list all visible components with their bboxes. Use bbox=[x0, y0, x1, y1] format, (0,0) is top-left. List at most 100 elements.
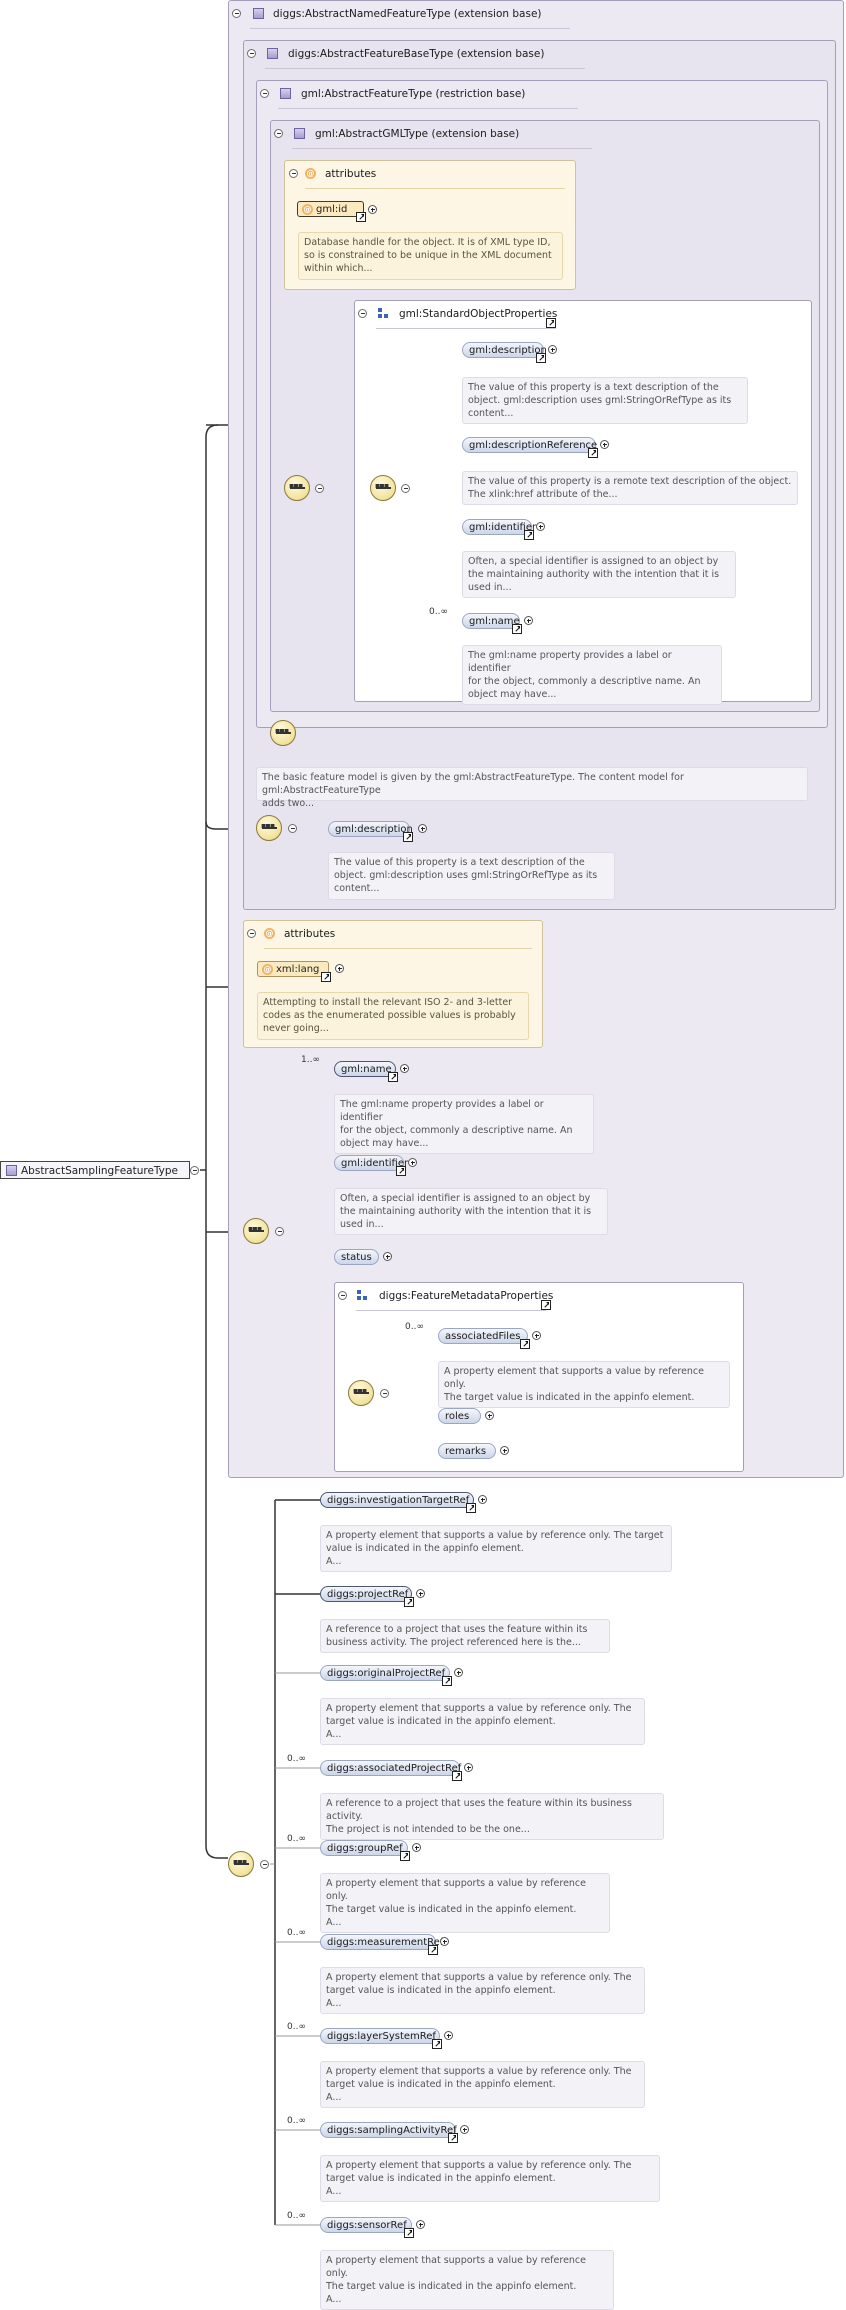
std-element[interactable]: gml:descriptionReference bbox=[462, 437, 597, 453]
expand-icon[interactable] bbox=[600, 440, 609, 449]
header-divider bbox=[376, 328, 556, 329]
header-divider bbox=[292, 148, 592, 149]
std-element-doc: The value of this property is a text des… bbox=[462, 377, 748, 424]
sequence-compositor-icon[interactable] bbox=[370, 475, 396, 501]
std-element[interactable]: gml:identifier bbox=[462, 519, 536, 535]
expand-icon[interactable] bbox=[440, 1937, 449, 1946]
attribute-icon: @ bbox=[262, 964, 273, 975]
occurrence-label: 0..∞ bbox=[287, 2022, 306, 2032]
complex-type-icon bbox=[294, 128, 305, 139]
doc-line: A reference to a project that uses the f… bbox=[326, 1798, 632, 1822]
sequence-compositor-icon[interactable] bbox=[284, 475, 310, 501]
collapse-sequence[interactable] bbox=[401, 484, 410, 493]
named-element[interactable]: status bbox=[334, 1249, 379, 1265]
collapse-sequence[interactable] bbox=[288, 824, 297, 833]
expand-icon[interactable] bbox=[536, 522, 545, 531]
expand-icon[interactable] bbox=[485, 1411, 494, 1420]
collapse-sequence[interactable] bbox=[315, 484, 324, 493]
connector-line bbox=[205, 424, 228, 1859]
expand-icon[interactable] bbox=[444, 2031, 453, 2040]
collapse-gml-feature[interactable] bbox=[260, 89, 269, 98]
doc-line: A property element that supports a value… bbox=[326, 2160, 632, 2171]
header-divider bbox=[305, 188, 565, 189]
samp-element[interactable]: diggs:samplingActivityRef bbox=[320, 2122, 457, 2138]
meta-element[interactable]: roles bbox=[438, 1408, 481, 1424]
expand-icon[interactable] bbox=[460, 2125, 469, 2134]
expand-icon[interactable] bbox=[400, 1064, 409, 1073]
collapse-standard-object-properties[interactable] bbox=[358, 309, 367, 318]
expand-icon[interactable] bbox=[412, 1843, 421, 1852]
named-element[interactable]: gml:name bbox=[334, 1061, 396, 1077]
expand-icon[interactable] bbox=[416, 2220, 425, 2229]
meta-element[interactable]: associatedFiles bbox=[438, 1328, 528, 1344]
collapse-attributes[interactable] bbox=[289, 169, 298, 178]
occurrence-label: 0..∞ bbox=[287, 1754, 306, 1764]
meta-element[interactable]: remarks bbox=[438, 1443, 496, 1459]
expand-icon[interactable] bbox=[464, 1763, 473, 1772]
expand-icon[interactable] bbox=[418, 824, 427, 833]
expand-icon[interactable] bbox=[500, 1446, 509, 1455]
expand-icon[interactable] bbox=[532, 1331, 541, 1340]
samp-element[interactable]: diggs:projectRef bbox=[320, 1586, 412, 1602]
reference-icon bbox=[403, 832, 413, 842]
sequence-compositor-icon[interactable] bbox=[243, 1218, 269, 1244]
expand-icon[interactable] bbox=[524, 616, 533, 625]
restricted-description-element[interactable]: gml:description bbox=[328, 821, 413, 837]
reference-icon bbox=[588, 448, 598, 458]
feature-metadata-properties-header: diggs:FeatureMetadataProperties bbox=[379, 1290, 554, 1302]
collapse-gml-type[interactable] bbox=[274, 129, 283, 138]
expand-icon[interactable] bbox=[408, 1158, 417, 1167]
samp-element[interactable]: diggs:investigationTargetRef bbox=[320, 1492, 474, 1508]
sequence-compositor-icon[interactable] bbox=[348, 1380, 374, 1406]
expand-icon[interactable] bbox=[454, 1668, 463, 1677]
doc-line: for the object, commonly a descriptive n… bbox=[340, 1125, 573, 1136]
std-element[interactable]: gml:description bbox=[462, 342, 547, 358]
doc-line: The gml:name property provides a label o… bbox=[340, 1099, 544, 1123]
expand-icon[interactable] bbox=[335, 964, 344, 973]
doc-line: Attempting to install the relevant ISO 2… bbox=[263, 997, 513, 1008]
sequence-compositor-icon[interactable] bbox=[228, 1851, 254, 1877]
collapse-attributes[interactable] bbox=[247, 929, 256, 938]
complex-type-icon bbox=[280, 88, 291, 99]
std-element-doc: The value of this property is a remote t… bbox=[462, 471, 798, 505]
doc-line: A... bbox=[326, 1998, 342, 2009]
collapse-sequence[interactable] bbox=[260, 1860, 269, 1869]
reference-icon bbox=[432, 2039, 442, 2049]
doc-line: target value is indicated in the appinfo… bbox=[326, 1716, 556, 1727]
collapse-sequence[interactable] bbox=[275, 1227, 284, 1236]
collapse-root[interactable] bbox=[190, 1166, 199, 1175]
samp-element[interactable]: diggs:originalProjectRef bbox=[320, 1665, 450, 1681]
doc-line: The project is not intended to be the on… bbox=[326, 1824, 530, 1835]
sequence-compositor-icon[interactable] bbox=[270, 720, 296, 746]
doc-line: used in... bbox=[340, 1219, 384, 1230]
reference-icon bbox=[428, 1945, 438, 1955]
std-element[interactable]: gml:name bbox=[462, 613, 520, 629]
expand-icon[interactable] bbox=[416, 1589, 425, 1598]
xml-lang-attribute[interactable]: @xml:lang bbox=[257, 961, 329, 977]
collapse-feature-metadata-properties[interactable] bbox=[338, 1291, 347, 1300]
header-divider bbox=[264, 948, 532, 949]
samp-element[interactable]: diggs:groupRef bbox=[320, 1840, 408, 1856]
reference-icon bbox=[388, 1072, 398, 1082]
samp-element[interactable]: diggs:associatedProjectRef bbox=[320, 1760, 461, 1776]
expand-icon[interactable] bbox=[368, 205, 377, 214]
samp-element[interactable]: diggs:measurementRef bbox=[320, 1934, 443, 1950]
reference-icon bbox=[520, 1339, 530, 1349]
samp-element[interactable]: diggs:sensorRef bbox=[320, 2217, 412, 2233]
complex-type-icon bbox=[6, 1165, 17, 1176]
named-element[interactable]: gml:identifier bbox=[334, 1155, 408, 1171]
expand-icon[interactable] bbox=[383, 1252, 392, 1261]
reference-icon bbox=[396, 1166, 406, 1176]
collapse-named-feature[interactable] bbox=[232, 9, 241, 18]
gml-id-attribute[interactable]: @gml:id bbox=[297, 201, 364, 217]
root-type-abstract-sampling-feature[interactable]: AbstractSamplingFeatureType bbox=[0, 1161, 190, 1179]
expand-icon[interactable] bbox=[548, 345, 557, 354]
samp-element[interactable]: diggs:layerSystemRef bbox=[320, 2028, 440, 2044]
sequence-compositor-icon[interactable] bbox=[256, 815, 282, 841]
collapse-sequence[interactable] bbox=[380, 1389, 389, 1398]
collapse-feature-base[interactable] bbox=[247, 49, 256, 58]
expand-icon[interactable] bbox=[478, 1495, 487, 1504]
doc-line: Database handle for the object. It is of… bbox=[304, 237, 551, 248]
doc-line: A... bbox=[326, 2186, 342, 2197]
doc-line: object may have... bbox=[468, 689, 557, 700]
